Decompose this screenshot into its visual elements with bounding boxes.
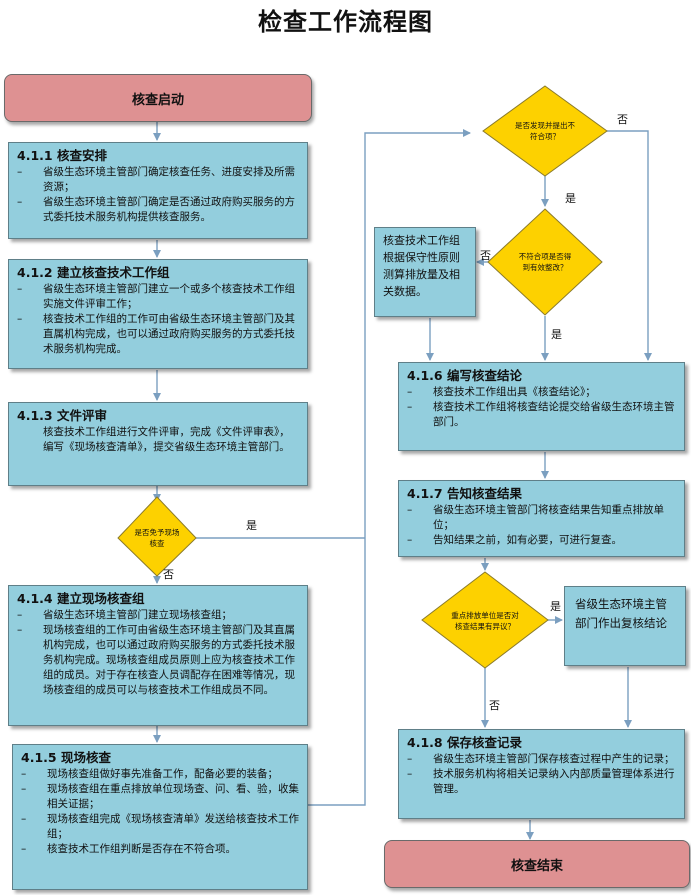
step-heading: 4.1.6 编写核查结论 xyxy=(407,368,522,383)
step-item: 现场核查组的工作可由省级生态环境主管部门及其直属机构完成，也可以通过政府购买服务… xyxy=(43,624,295,696)
step-item: 技术服务机构将相关记录纳入内部质量管理体系进行管理。 xyxy=(433,768,675,795)
decision-site-text: 是否免予现场核查 xyxy=(134,528,180,548)
step-heading: 4.1.1 核查安排 xyxy=(17,148,107,163)
step-heading: 4.1.3 文件评审 xyxy=(17,408,107,423)
step-item: 省级生态环境主管部门建立现场核查组； xyxy=(43,609,232,621)
step-item: 核查技术工作组将核查结论提交给省级生态环境主管部门。 xyxy=(433,401,675,428)
decision-fixed-text: 不符合项是否得到有效整改？ xyxy=(518,252,572,272)
decision-found-text: 是否发现并提出不符合项？ xyxy=(515,121,575,141)
conservative-estimate-box: 核查技术工作组根据保守性原则测算排放量及相关数据。 xyxy=(374,227,476,317)
step-heading: 4.1.5 现场核查 xyxy=(21,750,111,765)
label-no-objection: 否 xyxy=(489,699,500,712)
step-heading: 4.1.2 建立核查技术工作组 xyxy=(17,265,170,280)
label-yes-fixed: 是 xyxy=(551,328,562,341)
step-item: 核查技术工作组判断是否存在不符合项。 xyxy=(47,843,236,855)
decision-site-diamond xyxy=(117,496,197,577)
step-item: 核查技术工作组出具《核查结论》； xyxy=(433,386,596,398)
label-yes-found: 是 xyxy=(565,192,576,205)
label-no-found: 否 xyxy=(617,113,628,126)
step-item: 省级生态环境主管部门将核查结果告知重点排放单位； xyxy=(433,504,664,531)
page-title: 检查工作流程图 xyxy=(258,7,433,36)
step-item: 核查技术工作组的工作可由省级生态环境主管部门及其直属机构完成，也可以通过政府购买… xyxy=(43,313,295,355)
step-heading: 4.1.7 告知核查结果 xyxy=(407,486,522,501)
start-terminal: 核查启动 xyxy=(4,74,312,122)
decision-objection-text: 重点排放单位是否对核查结果有异议？ xyxy=(451,611,519,631)
step-item: 告知结果之前，如有必要，可进行复查。 xyxy=(433,534,622,546)
step-item: 省级生态环境主管部门建立一个或多个核查技术工作组实施文件评审工作； xyxy=(43,283,295,310)
step-4-1-7: 4.1.7 告知核查结果 –省级生态环境主管部门将核查结果告知重点排放单位； –… xyxy=(398,480,685,557)
step-4-1-2: 4.1.2 建立核查技术工作组 –省级生态环境主管部门建立一个或多个核查技术工作… xyxy=(8,259,308,369)
review-conclusion-box: 省级生态环境主管部门作出复核结论 xyxy=(564,586,686,666)
step-heading: 4.1.4 建立现场核查组 xyxy=(17,591,145,606)
step-item: 省级生态环境主管部门保存核查过程中产生的记录； xyxy=(433,753,675,765)
label-no-site: 否 xyxy=(163,568,174,581)
decision-fixed-diamond xyxy=(487,208,603,316)
step-4-1-3: 4.1.3 文件评审 核查技术工作组进行文件评审，完成《文件评审表》，编写《现场… xyxy=(8,402,308,486)
step-item: 核查技术工作组进行文件评审，完成《文件评审表》，编写《现场核查清单》，提交省级生… xyxy=(43,426,290,453)
step-item: 现场核查组做好事先准备工作，配备必要的装备； xyxy=(47,768,278,780)
label-no-fixed: 否 xyxy=(480,249,491,262)
decision-found-diamond xyxy=(482,85,608,177)
step-item: 省级生态环境主管部门确定核查任务、进度安排及所需资源； xyxy=(43,166,295,193)
step-4-1-1: 4.1.1 核查安排 –省级生态环境主管部门确定核查任务、进度安排及所需资源； … xyxy=(8,142,308,239)
end-terminal: 核查结束 xyxy=(384,840,690,888)
step-item: 省级生态环境主管部门确定是否通过政府购买服务的方式委托技术服务机构提供核查服务。 xyxy=(43,196,295,223)
label-yes-objection: 是 xyxy=(550,600,561,613)
step-item: 现场核查组在重点排放单位现场查、问、看、验，收集相关证据； xyxy=(47,783,299,810)
step-4-1-4: 4.1.4 建立现场核查组 –省级生态环境主管部门建立现场核查组； –现场核查组… xyxy=(8,585,308,726)
decision-objection-diamond xyxy=(421,571,549,669)
step-4-1-5: 4.1.5 现场核查 –现场核查组做好事先准备工作，配备必要的装备； –现场核查… xyxy=(12,744,308,890)
step-item: 现场核查组完成《现场核查清单》发送给核查技术工作组； xyxy=(47,813,299,840)
step-heading: 4.1.8 保存核查记录 xyxy=(407,735,522,750)
label-yes-site: 是 xyxy=(246,519,257,532)
step-4-1-6: 4.1.6 编写核查结论 –核查技术工作组出具《核查结论》； –核查技术工作组将… xyxy=(398,362,685,451)
step-4-1-8: 4.1.8 保存核查记录 –省级生态环境主管部门保存核查过程中产生的记录； –技… xyxy=(398,729,685,819)
